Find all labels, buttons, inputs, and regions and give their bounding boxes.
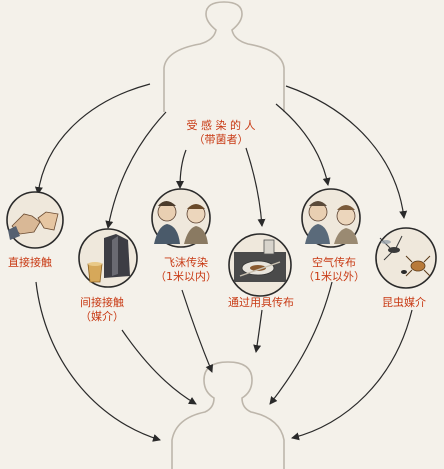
direct-contact-text: 直接接触 (8, 256, 52, 269)
arrow-from-droplet (181, 289, 214, 373)
arrow-to-insect-vector (285, 85, 408, 219)
droplet-line2: （1米以内） (155, 270, 217, 283)
droplet-label: 飞沫传染 （1米以内） (148, 256, 224, 284)
arrow-from-indirect-contact (121, 329, 197, 405)
airborne-label: 空气传布 （1米以外） (296, 256, 372, 284)
shared-utensils-label: 通过用具传布 (228, 296, 294, 310)
infected-person-silhouette (163, 1, 285, 112)
airborne-line2: （1米以外） (303, 270, 365, 283)
droplet-line1: 飞沫传染 (164, 256, 208, 269)
droplet-people-icon (151, 188, 211, 248)
arrow-from-insect-vector (291, 309, 413, 441)
indirect-contact-label: 间接接触 （媒介） (64, 296, 140, 324)
arrow-to-indirect-contact (105, 111, 167, 229)
indirect-contact-line2: （媒介） (80, 310, 124, 323)
arrow-from-direct-contact (35, 281, 161, 442)
airborne-line1: 空气传布 (312, 256, 356, 269)
source-label-line2: （带菌者） (193, 133, 249, 146)
insects-icon (375, 227, 437, 289)
arrow-to-direct-contact (34, 83, 151, 195)
shared-utensils-text: 通过用具传布 (228, 296, 294, 309)
arrow-to-shared-utensils (245, 147, 266, 227)
source-label: 受 感 染 的 人 （带菌者） (166, 119, 276, 147)
insect-vector-label: 昆虫媒介 (382, 296, 426, 310)
insect-vector-text: 昆虫媒介 (382, 296, 426, 309)
utensils-icon (228, 233, 292, 297)
handshake-icon (6, 191, 64, 249)
source-label-line1: 受 感 染 的 人 (186, 119, 256, 132)
indirect-contact-line1: 间接接触 (80, 296, 124, 309)
direct-contact-label: 直接接触 (8, 256, 52, 270)
recipient-person-silhouette (171, 361, 285, 469)
arrow-to-airborne (275, 103, 331, 186)
arrow-to-droplet (176, 149, 187, 189)
arrow-from-airborne (269, 281, 333, 405)
airborne-people-icon (301, 188, 361, 248)
clothing-and-cup-icon (78, 228, 138, 288)
arrow-from-shared-utensils (253, 309, 263, 353)
